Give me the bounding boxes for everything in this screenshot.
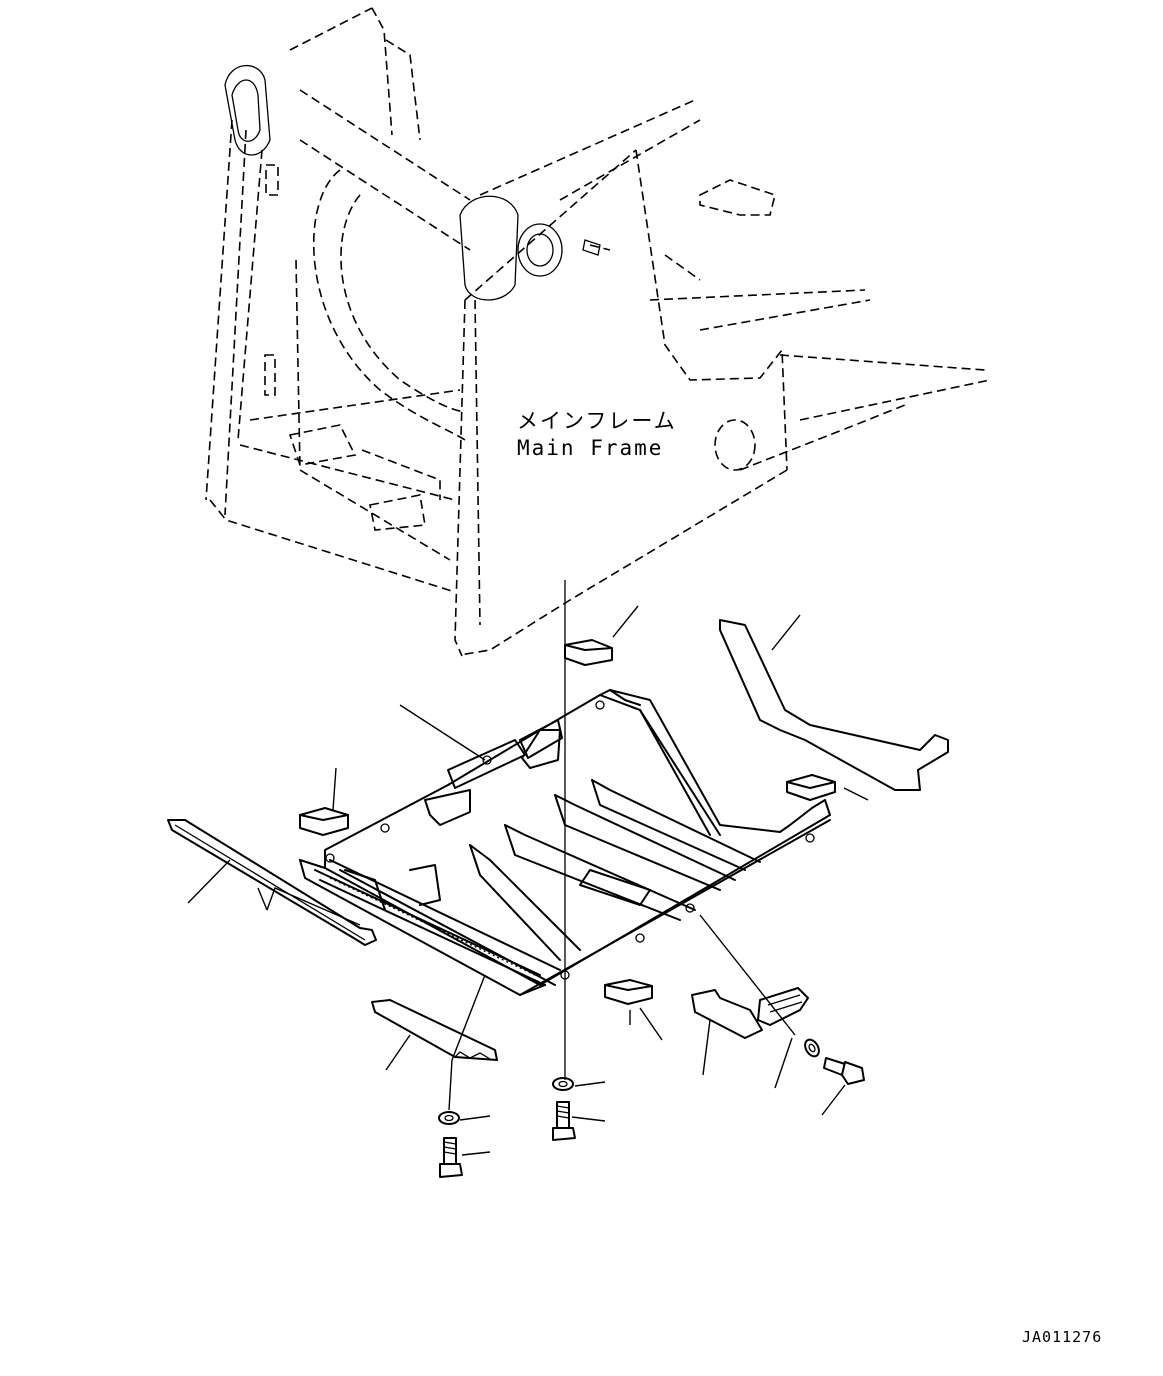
pivot-boss-left [224,64,271,156]
main-frame-label-jp: メインフレーム [517,409,677,433]
mounting-bracket [691,987,809,1039]
bolt-right [823,1057,865,1085]
strap-left [167,819,377,946]
pivot-boss-right [459,195,601,301]
drawing-code: JA011276 [1022,1328,1102,1346]
strap-right [719,619,949,791]
rubber-pad-bottom [604,979,653,1005]
washer-left [438,1111,460,1125]
under-cover-plate [299,689,831,996]
rubber-pad-left [299,807,349,836]
rubber-pad-right [786,774,836,801]
washer-right [804,1038,820,1058]
leader-lines [187,605,869,1156]
rubber-pad-top [564,639,613,666]
bolt-left [439,1137,463,1178]
main-frame-outline [205,7,991,657]
washer-center [552,1077,574,1091]
bolt-center [552,1101,576,1141]
main-frame-label-en: Main Frame [517,436,663,460]
side-plate [371,999,498,1061]
